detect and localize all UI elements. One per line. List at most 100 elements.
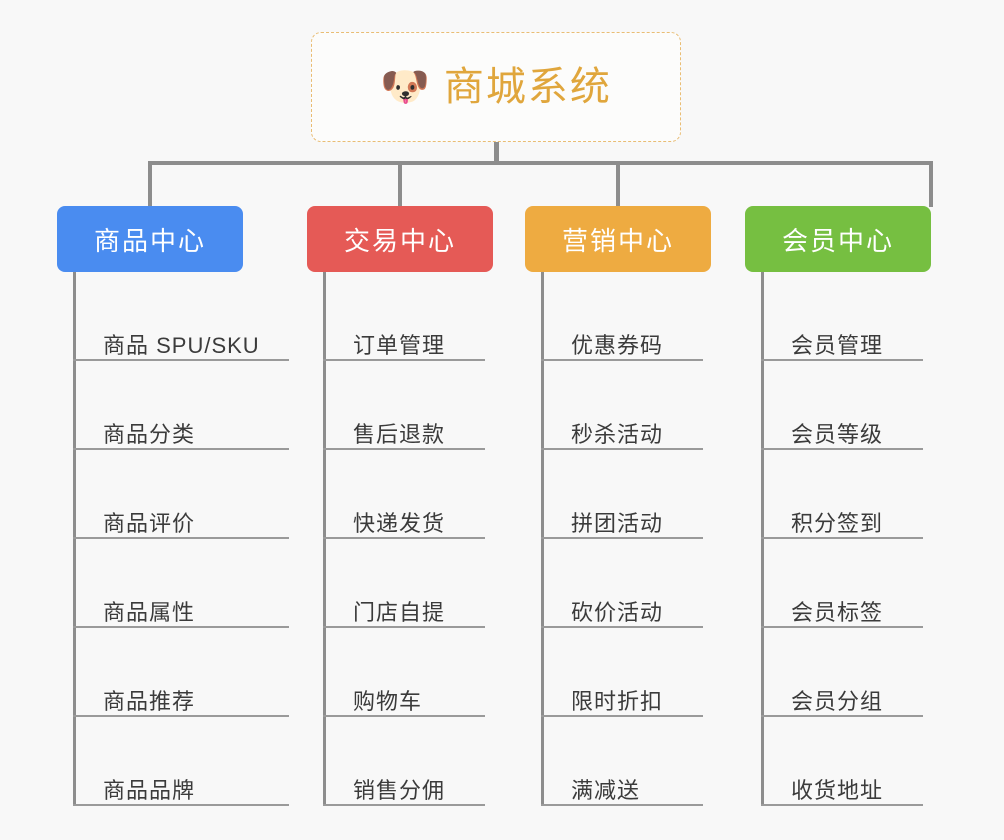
branch-column-member: 会员中心 会员管理 会员等级 积分签到 会员标签 会员分组 <box>745 206 931 806</box>
list-item-rule <box>541 537 703 539</box>
list-item[interactable]: 收货地址 <box>761 717 931 806</box>
list-item-label: 积分签到 <box>791 510 884 536</box>
list-item-rule <box>541 448 703 450</box>
list-item-rule <box>323 359 485 361</box>
list-item-label: 会员等级 <box>791 421 884 447</box>
list-item-label: 满减送 <box>571 777 641 803</box>
list-item-rule <box>323 626 485 628</box>
branch-spine-member <box>761 272 764 806</box>
list-item-rule <box>761 448 923 450</box>
connector-drop-3 <box>929 161 933 207</box>
list-item-label: 会员标签 <box>791 599 884 625</box>
list-item-rule <box>761 626 923 628</box>
list-item[interactable]: 拼团活动 <box>541 450 711 539</box>
list-item-label: 商品推荐 <box>103 688 196 714</box>
list-item[interactable]: 会员标签 <box>761 539 931 628</box>
list-item-label: 商品评价 <box>103 510 196 536</box>
list-item-rule <box>73 448 289 450</box>
connector-drop-2 <box>616 161 620 207</box>
branch-item-list-trade: 订单管理 售后退款 快递发货 门店自提 购物车 销售分佣 <box>307 272 493 806</box>
list-item-label: 砍价活动 <box>571 599 664 625</box>
branch-spine-product <box>73 272 76 806</box>
dog-face-icon: 🐶 <box>380 65 430 109</box>
list-item-rule <box>323 448 485 450</box>
list-item[interactable]: 限时折扣 <box>541 628 711 717</box>
list-item-rule <box>73 715 289 717</box>
list-item-label: 销售分佣 <box>353 777 446 803</box>
list-item-label: 拼团活动 <box>571 510 664 536</box>
list-item[interactable]: 订单管理 <box>323 272 493 361</box>
list-item[interactable]: 商品分类 <box>73 361 289 450</box>
list-item[interactable]: 门店自提 <box>323 539 493 628</box>
list-item[interactable]: 商品推荐 <box>73 628 289 717</box>
list-item-rule <box>323 537 485 539</box>
list-item-rule <box>73 804 289 806</box>
list-item-label: 限时折扣 <box>571 688 664 714</box>
branch-column-trade: 交易中心 订单管理 售后退款 快递发货 门店自提 购物车 <box>307 206 493 806</box>
list-item-rule <box>541 359 703 361</box>
list-item-rule <box>541 804 703 806</box>
list-item-rule <box>73 537 289 539</box>
branch-item-list-product: 商品 SPU/SKU 商品分类 商品评价 商品属性 商品推荐 商品品牌 <box>57 272 289 806</box>
branch-spine-marketing <box>541 272 544 806</box>
branch-column-marketing: 营销中心 优惠券码 秒杀活动 拼团活动 砍价活动 限时折扣 <box>525 206 711 806</box>
list-item[interactable]: 优惠券码 <box>541 272 711 361</box>
root-title: 商城系统 <box>443 65 612 109</box>
list-item[interactable]: 会员管理 <box>761 272 931 361</box>
list-item[interactable]: 商品评价 <box>73 450 289 539</box>
list-item-rule <box>761 715 923 717</box>
list-item-label: 商品品牌 <box>103 777 196 803</box>
list-item-label: 商品属性 <box>103 599 196 625</box>
list-item-rule <box>541 626 703 628</box>
list-item-label: 收货地址 <box>791 777 884 803</box>
branch-header-label: 商品中心 <box>93 225 206 256</box>
list-item[interactable]: 会员等级 <box>761 361 931 450</box>
list-item[interactable]: 会员分组 <box>761 628 931 717</box>
list-item-label: 购物车 <box>353 688 423 714</box>
branch-spine-trade <box>323 272 326 806</box>
list-item-label: 优惠券码 <box>571 332 664 358</box>
connector-root-stem <box>494 142 499 164</box>
list-item-label: 商品分类 <box>103 421 196 447</box>
list-item-rule <box>541 715 703 717</box>
list-item-label: 秒杀活动 <box>571 421 664 447</box>
connector-horizontal-bus <box>148 161 933 165</box>
list-item-rule <box>761 804 923 806</box>
list-item[interactable]: 快递发货 <box>323 450 493 539</box>
list-item-rule <box>761 537 923 539</box>
list-item[interactable]: 购物车 <box>323 628 493 717</box>
list-item[interactable]: 秒杀活动 <box>541 361 711 450</box>
branch-item-list-marketing: 优惠券码 秒杀活动 拼团活动 砍价活动 限时折扣 满减送 <box>525 272 711 806</box>
branch-header-label: 交易中心 <box>343 225 456 256</box>
list-item-label: 售后退款 <box>353 421 446 447</box>
branch-header-label: 会员中心 <box>781 225 894 256</box>
list-item-rule <box>73 359 289 361</box>
connector-drop-1 <box>398 161 402 207</box>
list-item[interactable]: 商品 SPU/SKU <box>73 272 289 361</box>
branch-header-product[interactable]: 商品中心 <box>57 206 243 272</box>
branch-column-product: 商品中心 商品 SPU/SKU 商品分类 商品评价 商品属性 商品推荐 <box>57 206 289 806</box>
list-item-label: 订单管理 <box>353 332 446 358</box>
list-item-label: 商品 SPU/SKU <box>103 332 260 358</box>
list-item[interactable]: 积分签到 <box>761 450 931 539</box>
list-item[interactable]: 满减送 <box>541 717 711 806</box>
list-item[interactable]: 销售分佣 <box>323 717 493 806</box>
branch-header-label: 营销中心 <box>561 225 674 256</box>
list-item-label: 快递发货 <box>353 510 446 536</box>
list-item[interactable]: 售后退款 <box>323 361 493 450</box>
list-item-label: 门店自提 <box>353 599 446 625</box>
list-item-label: 会员管理 <box>791 332 884 358</box>
root-node[interactable]: 🐶 商城系统 <box>311 32 681 142</box>
list-item[interactable]: 商品品牌 <box>73 717 289 806</box>
branch-header-member[interactable]: 会员中心 <box>745 206 931 272</box>
list-item[interactable]: 商品属性 <box>73 539 289 628</box>
branch-header-marketing[interactable]: 营销中心 <box>525 206 711 272</box>
list-item-rule <box>323 715 485 717</box>
branch-header-trade[interactable]: 交易中心 <box>307 206 493 272</box>
connector-drop-0 <box>148 161 152 207</box>
list-item-rule <box>73 626 289 628</box>
list-item[interactable]: 砍价活动 <box>541 539 711 628</box>
list-item-rule <box>761 359 923 361</box>
list-item-label: 会员分组 <box>791 688 884 714</box>
